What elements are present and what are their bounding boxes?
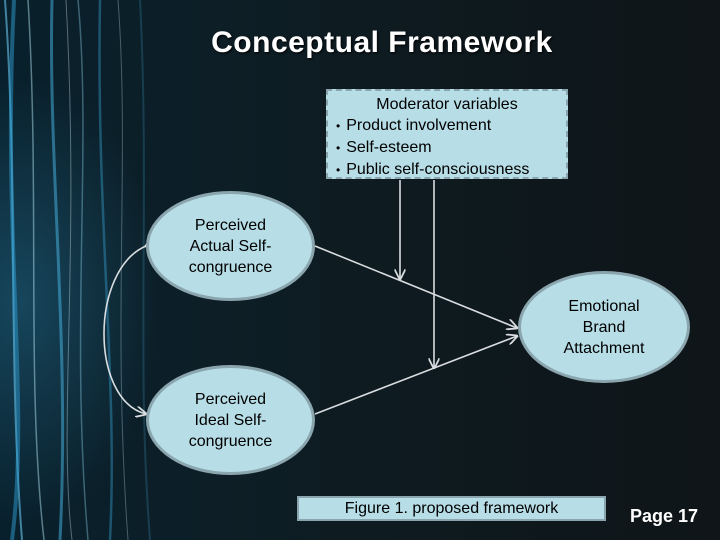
moderator-variables-box: Moderator variables Product involvement … xyxy=(326,89,568,179)
arrow-actual-to-emotional xyxy=(314,245,517,328)
page-number: Page 17 xyxy=(630,506,699,526)
node-label-line: Actual Self- xyxy=(189,237,272,255)
perceived-actual-self-congruence-node: Perceived Actual Self- congruence xyxy=(146,191,315,301)
node-label-line: Perceived xyxy=(194,216,267,234)
moderator-heading: Moderator variables xyxy=(376,96,518,113)
moderator-item: Self-esteem xyxy=(336,137,566,159)
moderator-item: Public self-consciousness xyxy=(336,159,566,181)
correlation-curve xyxy=(103,246,146,414)
emotional-brand-attachment-node: Emotional Brand Attachment xyxy=(518,271,690,383)
node-label-line: Attachment xyxy=(563,339,645,357)
moderator-list: Product involvement Self-esteem Public s… xyxy=(328,115,566,181)
node-label-line: Perceived xyxy=(194,390,267,408)
node-label-line: Brand xyxy=(582,318,626,336)
slide-title: Conceptual Framework xyxy=(211,26,553,59)
node-label-line: congruence xyxy=(188,258,273,276)
arrow-ideal-to-emotional xyxy=(314,336,517,415)
node-label-line: Emotional xyxy=(568,297,640,315)
node-label-line: congruence xyxy=(188,432,273,450)
moderator-item: Product involvement xyxy=(336,115,566,137)
node-label-line: Ideal Self- xyxy=(194,411,267,429)
perceived-ideal-self-congruence-node: Perceived Ideal Self- congruence xyxy=(146,365,315,475)
figure-caption: Figure 1. proposed framework xyxy=(297,496,606,521)
